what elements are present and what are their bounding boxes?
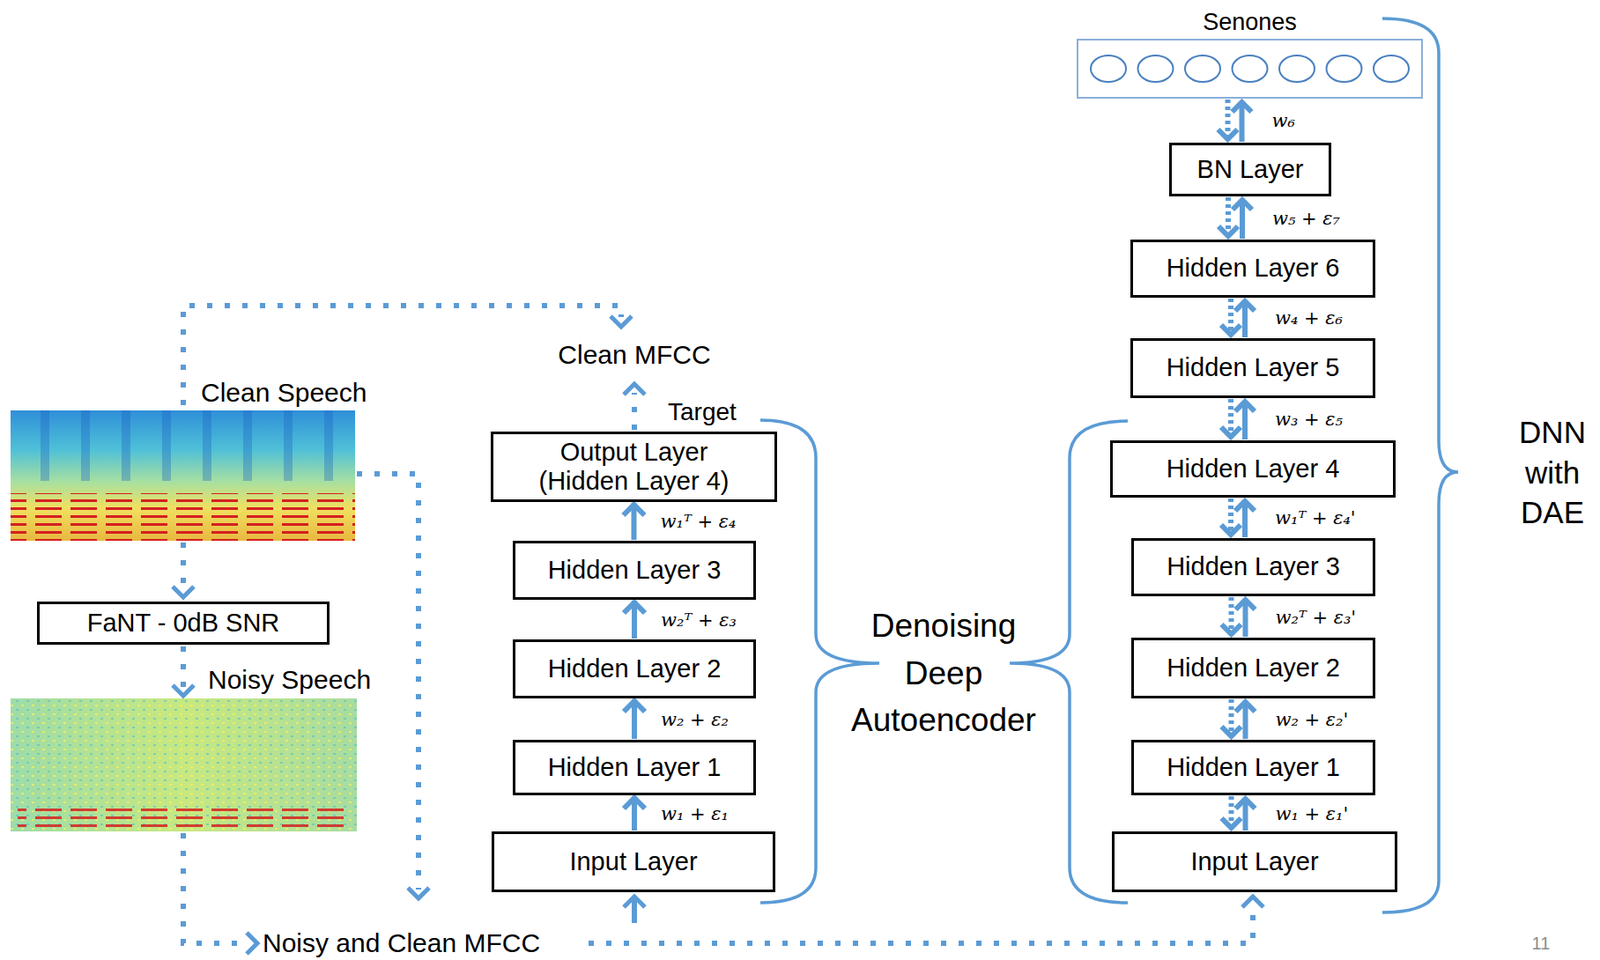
layer-box: Hidden Layer 4 [1110, 440, 1396, 498]
senone-outline [1076, 38, 1423, 99]
layer-connector [1221, 298, 1255, 338]
layer-label: Hidden Layer 3 [548, 555, 722, 586]
layer-box: Hidden Layer 3 [512, 540, 756, 600]
layer-connector [1222, 597, 1256, 638]
layer-label: Hidden Layer 1 [548, 753, 722, 783]
process-box: FaNT - 0dB SNR [37, 601, 330, 645]
layer-connector [623, 699, 645, 740]
layer-box: Hidden Layer 2 [1131, 637, 1376, 699]
weight-label: w₆ [1270, 110, 1297, 132]
layer-connector [623, 796, 645, 831]
weight-label: w₂ᵀ + ε₃' [1274, 607, 1359, 629]
layer-box: Hidden Layer 1 [1131, 740, 1376, 796]
weight-label: w₁ᵀ + ε₄' [1273, 507, 1358, 529]
flow-lines [172, 305, 1264, 955]
layer-title: Senones [1076, 8, 1423, 36]
weight-label: w₅ + ε₇ [1270, 207, 1342, 230]
layer-label: Output Layer (Hidden Layer 4) [519, 437, 749, 497]
annotation-label: Clean MFCC [557, 340, 711, 371]
layer-label: Hidden Layer 2 [1166, 653, 1341, 683]
weight-label: w₃ + ε₅ [1273, 408, 1345, 430]
weight-label: w₁ᵀ + ε₄ [659, 511, 739, 533]
layer-label: Hidden Layer 3 [1166, 552, 1341, 582]
clean-spectrogram [10, 410, 356, 541]
annotation-label: Target [667, 398, 737, 427]
layer-label: Hidden Layer 5 [1166, 353, 1341, 383]
layer-connector [1221, 498, 1255, 538]
layer-label: FaNT - 0dB SNR [87, 608, 281, 638]
layer-label: Input Layer [1190, 847, 1319, 877]
layer-connector [1218, 197, 1252, 239]
braces [760, 18, 1459, 913]
layer-box: Hidden Layer 5 [1130, 338, 1376, 399]
annotation-label: DNN with DAE [1508, 412, 1597, 534]
layer-connector [1218, 99, 1252, 142]
weight-label: w₂ᵀ + ε₃ [659, 609, 739, 631]
annotation-label: Denoising Deep Autoencoder [837, 602, 1050, 745]
layer-connector [623, 503, 645, 541]
annotation-label: Clean Speech [197, 377, 371, 409]
noisy-spectrogram [10, 698, 357, 832]
annotation-label: Noisy Speech [204, 665, 375, 697]
layer-connector [1222, 796, 1256, 831]
layer-box: Output Layer (Hidden Layer 4) [490, 431, 778, 503]
layer-box: Hidden Layer 6 [1130, 239, 1376, 298]
weight-label: w₁ + ε₁ [659, 803, 731, 825]
layer-label: Hidden Layer 1 [1166, 753, 1341, 783]
page-number: 11 [1532, 933, 1551, 955]
weight-label: w₂ + ε₂ [659, 709, 731, 731]
layer-connector [1221, 399, 1255, 440]
layer-box: Hidden Layer 1 [512, 740, 756, 796]
layer-label: Input Layer [569, 847, 697, 877]
layer-label: Hidden Layer 4 [1166, 454, 1341, 484]
layer-connector [623, 600, 645, 639]
layer-label: Hidden Layer 2 [548, 654, 722, 684]
layer-box: BN Layer [1169, 142, 1332, 197]
layer-label: BN Layer [1197, 155, 1304, 185]
weight-label: w₄ + ε₆ [1273, 307, 1345, 329]
layer-box: Hidden Layer 3 [1131, 538, 1376, 597]
weight-label: w₂ + ε₂' [1274, 709, 1351, 731]
layer-label: Hidden Layer 6 [1166, 253, 1341, 283]
layer-box: Input Layer [1111, 831, 1398, 893]
senone-units [1078, 40, 1422, 97]
annotation-label: Noisy and Clean MFCC [262, 928, 541, 960]
layer-box: Input Layer [491, 831, 776, 893]
layer-box: Hidden Layer 2 [512, 639, 756, 699]
layer-connector [1222, 699, 1256, 740]
senone-layer: Senones [1076, 8, 1423, 99]
weight-label: w₁ + ε₁' [1274, 803, 1351, 825]
